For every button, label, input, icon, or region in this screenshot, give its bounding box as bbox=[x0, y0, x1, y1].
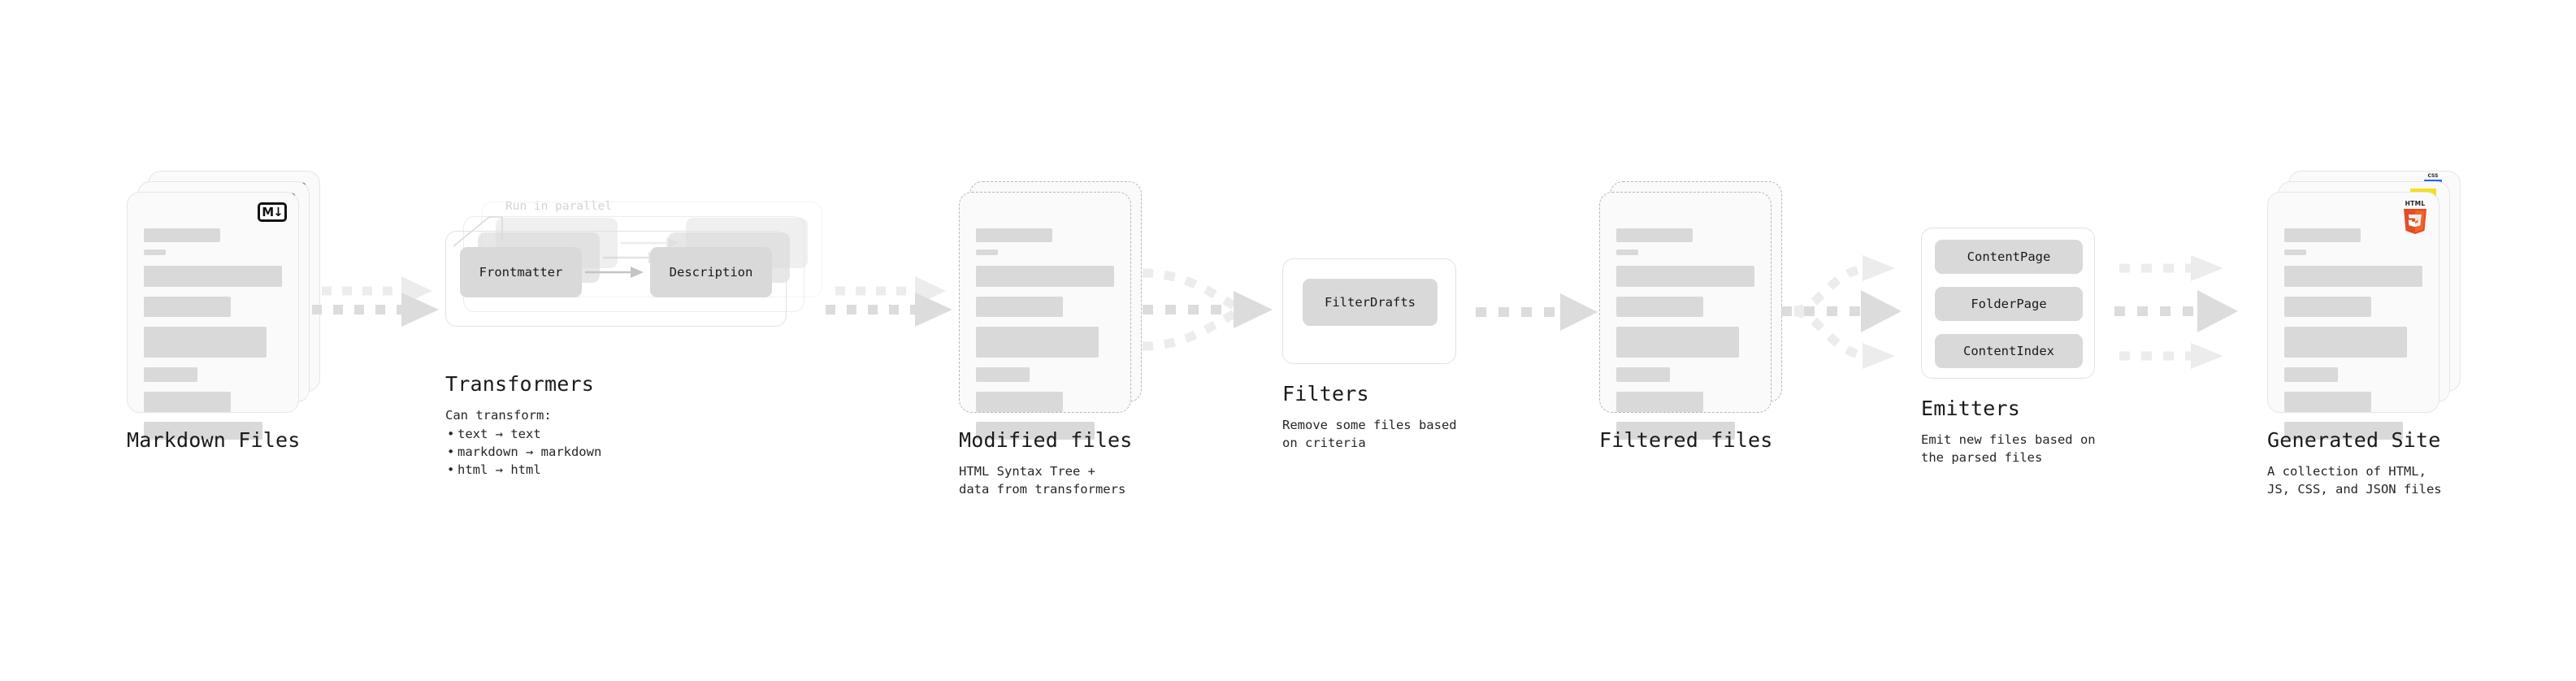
page-title: Generated Site bbox=[2267, 428, 2441, 452]
filter-pill-filterdrafts[interactable]: FilterDrafts bbox=[1303, 279, 1438, 326]
list-item: markdown → markdown bbox=[445, 443, 713, 461]
filters-container[interactable]: FilterDrafts bbox=[1282, 258, 1456, 364]
run-in-parallel-note: Run in parallel bbox=[505, 200, 612, 213]
dashed-arrow-icon bbox=[1476, 293, 1598, 331]
stage-description: A collection of HTML, JS, CSS, and JSON … bbox=[2267, 464, 2442, 497]
connector-emitters-to-site bbox=[2113, 241, 2267, 386]
dashed-merge-arrow-icon bbox=[1142, 268, 1273, 351]
dashed-arrow-icon bbox=[826, 276, 952, 327]
filtered-card-front[interactable] bbox=[1599, 192, 1772, 440]
dashed-fan-arrow-icon bbox=[1781, 255, 1902, 369]
modified-file-stack bbox=[959, 181, 1154, 440]
stage-description: Emit new files based on the parsed files bbox=[1921, 432, 2096, 465]
modified-card-front[interactable] bbox=[959, 192, 1131, 440]
stage-description: Remove some files based on criteria bbox=[1282, 418, 1457, 450]
parallel-leader-line-icon bbox=[453, 216, 503, 247]
connector-filters-to-filtered bbox=[1472, 291, 1611, 343]
document-skeleton bbox=[976, 228, 1114, 447]
dashed-arrow-icon bbox=[312, 276, 439, 327]
transformer-arrow-icon bbox=[585, 267, 644, 278]
list-item: html → html bbox=[445, 461, 713, 479]
page-title: Modified files bbox=[959, 428, 1133, 452]
markdown-card-front[interactable]: M↓ bbox=[127, 192, 299, 440]
list-lead: Can transform: bbox=[445, 408, 552, 423]
page-title: Filters bbox=[1282, 382, 1369, 406]
filtered-files-caption: Filtered files bbox=[1599, 428, 1843, 452]
emitter-pill-contentindex[interactable]: ContentIndex bbox=[1935, 334, 2083, 368]
page-title: Emitters bbox=[1921, 397, 2021, 420]
connector-modified-to-filters bbox=[1138, 258, 1292, 367]
stage-description: HTML Syntax Tree + data from transformer… bbox=[959, 464, 1126, 497]
dashed-fan-arrow-icon bbox=[2114, 255, 2238, 369]
emitters-caption: Emitters Emit new files based on the par… bbox=[1921, 397, 2173, 466]
stage-generated-site: CSS HTML bbox=[2267, 171, 2470, 440]
generated-site-stack: CSS HTML bbox=[2267, 171, 2470, 440]
emitter-pill-contentpage[interactable]: ContentPage bbox=[1935, 240, 2083, 274]
html5-icon: HTML bbox=[2401, 200, 2429, 234]
document-skeleton bbox=[144, 228, 282, 447]
stage-modified-files bbox=[959, 181, 1154, 440]
transformer-layer-1[interactable]: Frontmatter Description bbox=[445, 231, 787, 327]
transformer-pill-description[interactable]: Description bbox=[650, 247, 772, 297]
page-title: Transformers bbox=[445, 372, 595, 396]
list-item: text → text bbox=[445, 425, 713, 443]
stage-markdown-files: M↓ M↓ M↓ bbox=[127, 171, 322, 440]
document-skeleton bbox=[2284, 228, 2422, 447]
filters-caption: Filters Remove some files based on crite… bbox=[1282, 382, 1526, 452]
markdown-icon: M↓ bbox=[258, 202, 287, 222]
stage-transformers: Run in parallel Frontmatter Desc bbox=[445, 200, 827, 367]
emitters-container[interactable]: ContentPage FolderPage ContentIndex bbox=[1921, 228, 2095, 379]
stage-filtered-files bbox=[1599, 181, 1794, 440]
page-title: Filtered files bbox=[1599, 428, 1773, 452]
markdown-files-caption: Markdown Files bbox=[127, 428, 301, 452]
connector-transformers-to-modified bbox=[824, 273, 970, 349]
filtered-file-stack bbox=[1599, 181, 1794, 440]
emitter-pill-folderpage[interactable]: FolderPage bbox=[1935, 287, 2083, 321]
connector-md-to-transformers bbox=[310, 273, 457, 349]
modified-files-caption: Modified files HTML Syntax Tree + data f… bbox=[959, 428, 1203, 498]
transform-capability-list: Can transform: text → text markdown → ma… bbox=[445, 406, 713, 479]
transformer-pill-frontmatter[interactable]: Frontmatter bbox=[460, 247, 582, 297]
generated-card-front[interactable]: HTML bbox=[2267, 192, 2439, 440]
page-title: Markdown Files bbox=[127, 428, 301, 452]
transformers-caption: Transformers Can transform: text → text … bbox=[445, 372, 713, 479]
document-skeleton bbox=[1616, 228, 1754, 447]
connector-filtered-to-emitters bbox=[1780, 241, 1934, 386]
generated-site-caption: Generated Site A collection of HTML, JS,… bbox=[2267, 428, 2527, 498]
markdown-file-stack: M↓ M↓ M↓ bbox=[127, 171, 322, 440]
